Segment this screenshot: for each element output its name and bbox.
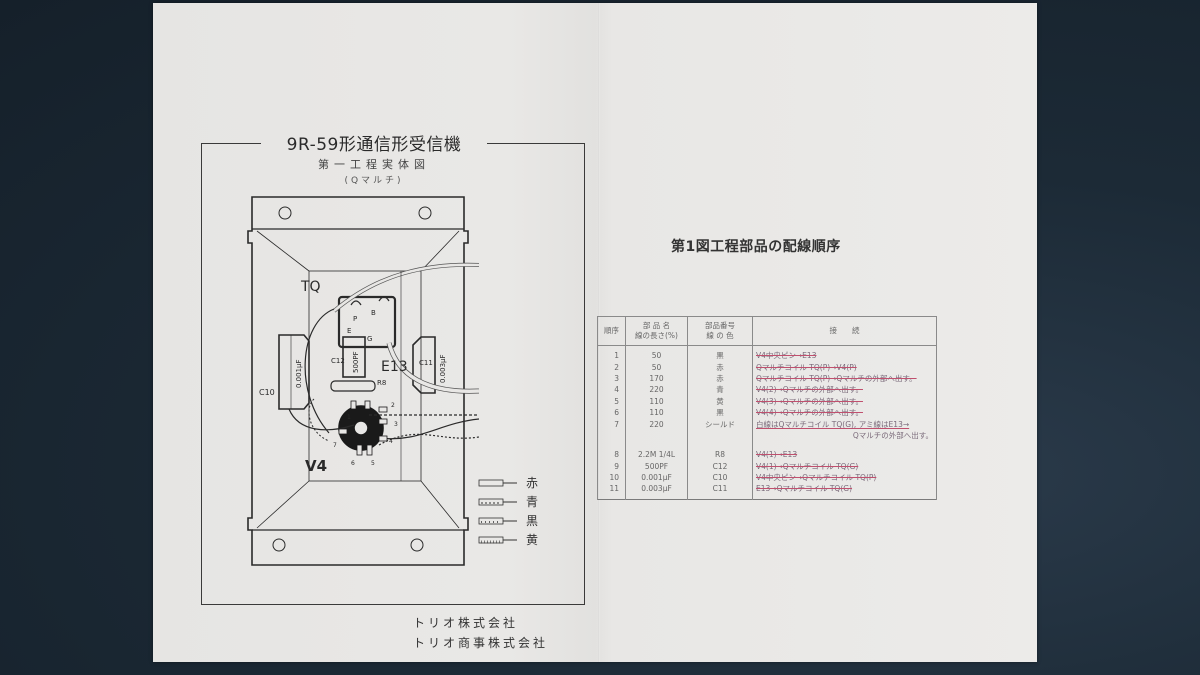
table-row: 9 500PF C12 V4(1)→Qマルチコイル TQ(G) [597,460,937,472]
table-row: 5 110 黄 V4(3)→Qマルチの外部へ出す。 [597,395,937,407]
wire-plain-icon [478,479,517,486]
label-c10-value: 0.001μF [295,359,303,388]
header-part-number: 部品番号 線 の 色 [687,316,753,346]
table-row: 2 50 赤 Qマルチコイル TQ(P)→V4(P) [597,361,937,373]
company-name-trading: トリオ商事株式会社 [413,636,549,650]
label-c11: C11 [419,359,433,367]
table-row: 3 170 赤 Qマルチコイル TQ(P)→Qマルチの外部へ出す。 [597,372,937,385]
header-part-name: 部 品 名 線の長さ(%) [625,316,688,346]
frame-border-top-right [487,143,584,144]
label-tq: TQ [300,279,321,295]
diagram-subtitle-model: (Qマルチ) [344,176,404,186]
label-v4: V4 [305,457,327,475]
table-row: 10 0.001μF C10 V4中央ピン→Qマルチコイル TQ(P) [597,471,937,484]
table-header-row: 順序 部 品 名 線の長さ(%) 部品番号 線 の 色 接 続 [597,316,937,346]
diagram-subtitle: 第一工程実体図 [318,158,430,171]
frame-border-top-left [201,143,261,144]
label-pin-g: G [367,335,372,343]
legend-item-red: 赤 [478,473,548,492]
table-row-continuation: Qマルチの外部へ出す。 [597,429,937,442]
table-row: 7 220 シールド 白線はQマルチコイル TQ(G), アミ線はE13→ [597,418,937,430]
svg-text:1: 1 [347,414,351,421]
legend-item-blue: 青 [478,492,548,511]
table-row: 6 110 黒 V4(4)→Qマルチの外部へ出す。 [597,406,937,419]
company-block: トリオ株式会社 トリオ商事株式会社 [413,613,573,653]
wire-dash-icon [478,498,517,505]
svg-text:5: 5 [371,460,375,467]
wire-color-legend: 赤 青 黒 黄 [478,473,548,549]
label-pin-e: E [347,327,351,335]
label-pin-p: P [353,315,357,323]
svg-text:3: 3 [394,421,398,428]
wiring-order-table: 順序 部 品 名 線の長さ(%) 部品番号 線 の 色 接 続 1 50 黒 V… [597,316,937,500]
svg-text:6: 6 [351,460,355,467]
svg-text:2: 2 [391,402,395,409]
wiring-diagram: TQ V4 E13 R8 C10 C12 C11 P B E G 0.001μF… [247,196,479,566]
table-row: 1 50 黒 V4中央ピン→E13 [597,350,937,362]
label-c12-value: 500PF [352,351,360,373]
svg-text:7: 7 [333,442,337,449]
wire-ticks-icon [478,536,517,543]
legend-item-black: 黒 [478,511,548,530]
label-c10: C10 [259,388,275,397]
header-connection: 接 続 [752,316,937,346]
document-sheet: 9R-59形通信形受信機 第一工程実体図 (Qマルチ) [153,3,1037,662]
wire-dots-icon [478,517,517,524]
label-pin-b: B [371,309,376,317]
document-title: 9R-59形通信形受信機 [286,135,462,155]
svg-text:4: 4 [389,438,393,445]
diagram-frame [201,143,585,605]
table-row: 11 0.003μF C11 E13→Qマルチコイル TQ(G) [597,483,937,495]
label-r8: R8 [377,379,386,387]
table-row: 4 220 青 V4(2)→Qマルチの外部へ出す。 [597,384,937,396]
table-row: 8 2.2M 1/4L R8 V4(1)→E13 [597,449,937,461]
figure-title: 第1図工程部品の配線順序 [671,239,841,255]
label-e13: E13 [381,359,408,375]
company-name: トリオ株式会社 [413,616,519,630]
label-c11-value: 0.003μF [439,354,447,383]
header-order: 順序 [597,316,626,346]
label-c12: C12 [331,357,345,365]
legend-item-yellow: 黄 [478,530,548,549]
